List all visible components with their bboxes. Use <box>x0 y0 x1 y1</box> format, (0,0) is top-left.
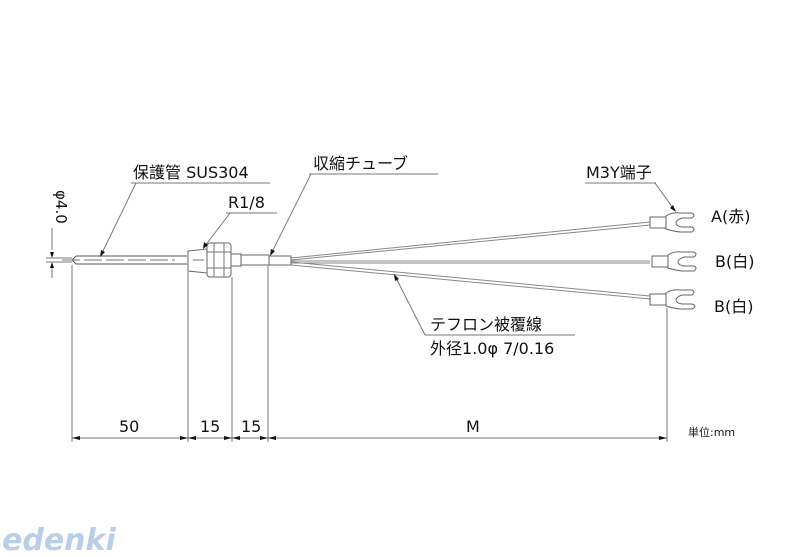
terminal-label: M3Y端子 <box>586 163 652 182</box>
thread-label: R1/8 <box>228 193 265 212</box>
wire-label-line2: 外径1.0φ 7/0.16 <box>430 339 554 358</box>
watermark-logo: edenki <box>2 523 116 557</box>
shrink-tube <box>240 254 292 266</box>
shrink-tube-leader: 収縮チューブ <box>270 154 438 256</box>
terminal-b1 <box>651 251 697 272</box>
lead-label-a: A(赤) <box>711 207 750 226</box>
wire-label-line1: テフロン被覆線 <box>430 315 542 334</box>
dim-tube-length: 50 <box>119 417 139 436</box>
protection-tube-leader: 保護管 SUS304 <box>100 163 270 257</box>
dimension-line <box>72 436 667 440</box>
diameter-label: φ4.0 <box>52 190 70 224</box>
protection-tube <box>62 255 187 265</box>
dim-lead-length: M <box>466 417 480 436</box>
extension-lines <box>71 265 668 442</box>
shrink-tube-label: 収縮チューブ <box>313 154 408 173</box>
protection-tube-label: 保護管 SUS304 <box>133 163 249 182</box>
dim-thread-length: 15 <box>200 417 220 436</box>
unit-note: 単位:mm <box>688 425 735 439</box>
thread-fitting <box>187 242 242 278</box>
lead-label-b1: B(白) <box>715 252 754 271</box>
diameter-dimension: φ4.0 <box>46 190 72 278</box>
terminal-a <box>649 212 695 233</box>
wire-leader: テフロン被覆線 外径1.0φ 7/0.16 <box>394 274 575 358</box>
dim-shrink-length: 15 <box>241 417 261 436</box>
terminal-leader: M3Y端子 <box>585 163 676 212</box>
lead-wires <box>290 221 651 300</box>
thread-leader: R1/8 <box>203 193 277 249</box>
lead-label-b2: B(白) <box>714 297 753 316</box>
terminal-b2 <box>649 289 696 310</box>
